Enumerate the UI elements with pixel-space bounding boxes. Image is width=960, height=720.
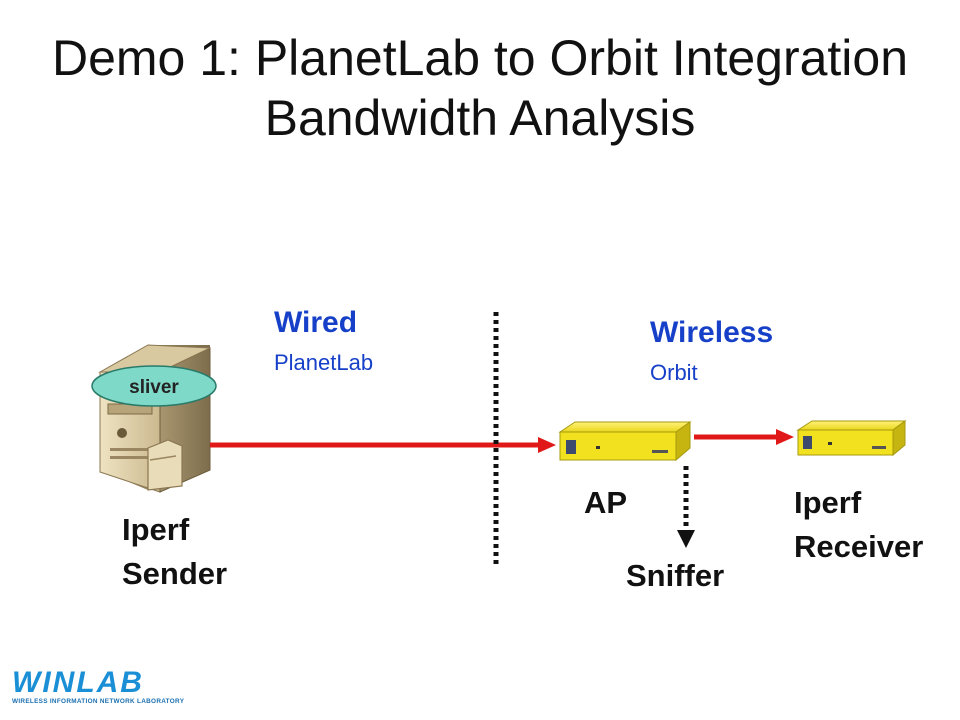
- sniffer-arrowhead: [677, 530, 695, 548]
- winlab-logo: WINLAB WIRELESS INFORMATION NETWORK LABO…: [10, 668, 190, 708]
- ap-label: AP: [584, 485, 628, 520]
- logo-tagline: WIRELESS INFORMATION NETWORK LABORATORY: [12, 698, 185, 705]
- access-point-icon: [558, 421, 692, 462]
- title-line-1: Demo 1: PlanetLab to Orbit Integration: [51, 30, 909, 86]
- wired-subheading: PlanetLab: [274, 350, 374, 375]
- sniffer-label: Sniffer: [626, 558, 725, 593]
- router-icon: [796, 420, 907, 457]
- wired-link-arrowhead: [538, 437, 556, 453]
- wireless-subheading: Orbit: [650, 360, 698, 385]
- wireless-heading: Wireless: [650, 316, 774, 349]
- receiver-label-line-1: Iperf: [794, 485, 862, 520]
- slide-title: Demo 1: PlanetLab to Orbit Integration B…: [0, 28, 960, 148]
- wired-heading: Wired: [274, 306, 358, 339]
- wireless-link-arrowhead: [776, 429, 794, 445]
- title-line-2: Bandwidth Analysis: [264, 90, 696, 146]
- logo-name: WINLAB: [12, 666, 144, 699]
- sliver-badge: [91, 365, 217, 407]
- sender-label-line-2: Sender: [122, 556, 228, 591]
- receiver-label-line-2: Receiver: [794, 529, 924, 564]
- sliver-label: sliver: [129, 377, 179, 398]
- sender-label-line-1: Iperf: [122, 512, 190, 547]
